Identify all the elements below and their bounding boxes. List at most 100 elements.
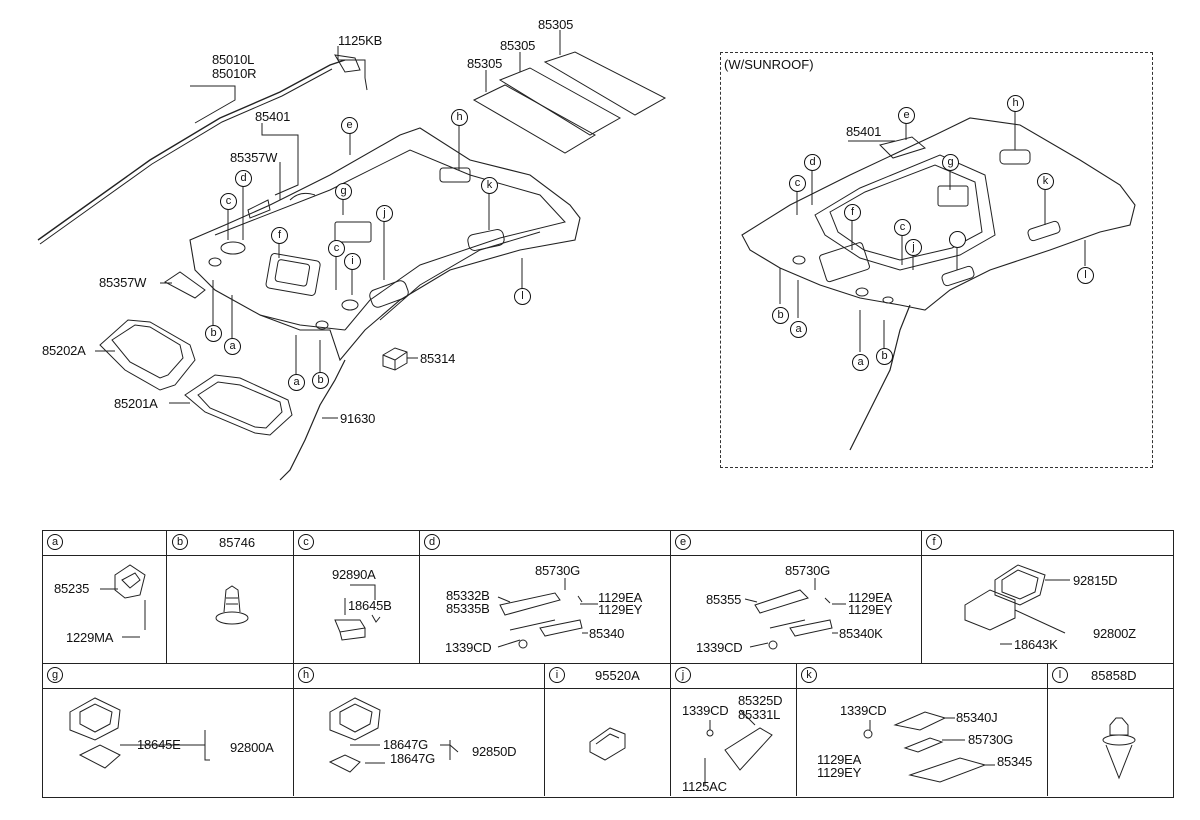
label-85201A: 85201A bbox=[114, 396, 158, 411]
label-85314: 85314 bbox=[420, 351, 456, 366]
label-85010L: 85010L bbox=[212, 52, 255, 67]
cell-b-part: 85746 bbox=[219, 535, 256, 550]
cell-e-label-85730G: 85730G bbox=[785, 563, 831, 578]
sunroof-panel bbox=[720, 52, 1153, 468]
callout-l: l bbox=[514, 288, 531, 305]
cell-g-letter: g bbox=[47, 667, 63, 683]
sunroof-callout-h: h bbox=[1007, 95, 1024, 112]
cell-d-label-1339CD: 1339CD bbox=[445, 640, 492, 655]
label-85305-c: 85305 bbox=[467, 56, 503, 71]
label-85357W-top: 85357W bbox=[230, 150, 278, 165]
cell-d-label-85332B: 85332B bbox=[446, 588, 490, 603]
label-85401: 85401 bbox=[255, 109, 291, 124]
cell-a-label-85235: 85235 bbox=[54, 581, 90, 596]
cell-f-label-92815D: 92815D bbox=[1073, 573, 1118, 588]
cell-d-label-85335B: 85335B bbox=[446, 601, 490, 616]
cell-g-label-18645E: 18645E bbox=[137, 737, 181, 752]
cell-f-letter: f bbox=[926, 534, 942, 550]
sunroof-title: (W/SUNROOF) bbox=[724, 57, 814, 72]
cell-k-label-1129EY: 1129EY bbox=[817, 765, 862, 780]
cell-j-label-1125AC: 1125AC bbox=[682, 779, 727, 794]
sunvisor-left-shape bbox=[99, 319, 196, 391]
callout-b-1: b bbox=[205, 325, 222, 342]
cell-j-label-85331L: 85331L bbox=[738, 707, 781, 722]
cell-j-label-85325D: 85325D bbox=[738, 693, 783, 708]
row2-header-line bbox=[42, 688, 1173, 689]
cell-d-label-85730G: 85730G bbox=[535, 563, 581, 578]
callout-c-2: c bbox=[328, 240, 345, 257]
cell-e-label-1129EA: 1129EA bbox=[848, 590, 893, 605]
row1-header-line bbox=[42, 555, 1173, 556]
cell-h-letter: h bbox=[298, 667, 314, 683]
callout-b-2: b bbox=[312, 372, 329, 389]
cell-c-label-18645B: 18645B bbox=[348, 598, 392, 613]
cell-a-label-1229MA: 1229MA bbox=[66, 630, 114, 645]
row-divider bbox=[42, 663, 1173, 664]
sunroof-callout-e: e bbox=[898, 107, 915, 124]
sunroof-callout-b-2: b bbox=[876, 348, 893, 365]
sunroof-callout-l: l bbox=[1077, 267, 1094, 284]
headliner-outline bbox=[189, 127, 581, 362]
cell-k-label-85345: 85345 bbox=[997, 754, 1033, 769]
cell-e-label-1129EY: 1129EY bbox=[848, 602, 893, 617]
sunroof-callout-b-1: b bbox=[772, 307, 789, 324]
cell-d-label-1129EY: 1129EY bbox=[598, 602, 643, 617]
callout-d: d bbox=[235, 170, 252, 187]
label-85357W-left: 85357W bbox=[99, 275, 147, 290]
sunroof-callout-i bbox=[949, 231, 966, 248]
cell-f-label-92800Z: 92800Z bbox=[1093, 626, 1136, 641]
callout-g: g bbox=[335, 183, 352, 200]
cell-d-letter: d bbox=[424, 534, 440, 550]
sunroof-callout-d: d bbox=[804, 154, 821, 171]
sunroof-callout-g: g bbox=[942, 154, 959, 171]
cell-b-letter: b bbox=[172, 534, 188, 550]
callout-f: f bbox=[271, 227, 288, 244]
callout-h: h bbox=[451, 109, 468, 126]
cell-j-label-1339CD: 1339CD bbox=[682, 703, 729, 718]
callout-k: k bbox=[481, 177, 498, 194]
sunroof-callout-f: f bbox=[844, 204, 861, 221]
cell-h-label-18647G-2: 18647G bbox=[390, 751, 436, 766]
label-85202A: 85202A bbox=[42, 343, 86, 358]
cell-j-letter: j bbox=[675, 667, 691, 683]
sunroof-label-85401: 85401 bbox=[846, 124, 882, 139]
sunroof-callout-a-1: a bbox=[790, 321, 807, 338]
cell-h-label-18647G-1: 18647G bbox=[383, 737, 429, 752]
label-85305-a: 85305 bbox=[538, 17, 574, 32]
airbag-curtain bbox=[37, 59, 346, 241]
cell-d-label-85340: 85340 bbox=[589, 626, 625, 641]
row2-divider bbox=[796, 663, 797, 796]
cell-l-part: 85858D bbox=[1091, 668, 1137, 683]
cell-i-letter: i bbox=[549, 667, 565, 683]
label-1125KB: 1125KB bbox=[338, 33, 383, 48]
row1-divider bbox=[921, 530, 922, 663]
sunroof-callout-c-2: c bbox=[894, 219, 911, 236]
row2-divider bbox=[293, 663, 294, 796]
cell-a-letter: a bbox=[47, 534, 63, 550]
row2-divider bbox=[544, 663, 545, 796]
label-91630: 91630 bbox=[340, 411, 376, 426]
cell-k-label-85730G: 85730G bbox=[968, 732, 1014, 747]
cell-f-label-18643K: 18643K bbox=[1014, 637, 1058, 652]
parts-table bbox=[42, 530, 1174, 798]
callout-c-1: c bbox=[220, 193, 237, 210]
cell-e-letter: e bbox=[675, 534, 691, 550]
cell-k-label-85340J: 85340J bbox=[956, 710, 998, 725]
cell-c-label-92890A: 92890A bbox=[332, 567, 376, 582]
cell-k-letter: k bbox=[801, 667, 817, 683]
cell-c-letter: c bbox=[298, 534, 314, 550]
cell-k-label-1129EA: 1129EA bbox=[817, 752, 862, 767]
callout-a-1: a bbox=[224, 338, 241, 355]
cell-d-label-1129EA: 1129EA bbox=[598, 590, 643, 605]
sunroof-callout-a-2: a bbox=[852, 354, 869, 371]
sunroof-callout-c-1: c bbox=[789, 175, 806, 192]
cell-g-label-92800A: 92800A bbox=[230, 740, 274, 755]
callout-i: i bbox=[344, 253, 361, 270]
row2-divider bbox=[1047, 663, 1048, 796]
sunroof-callout-j: j bbox=[905, 239, 922, 256]
cell-h-label-92850D: 92850D bbox=[472, 744, 517, 759]
row2-divider bbox=[670, 663, 671, 796]
label-85010R: 85010R bbox=[212, 66, 257, 81]
cell-e-label-1339CD: 1339CD bbox=[696, 640, 743, 655]
